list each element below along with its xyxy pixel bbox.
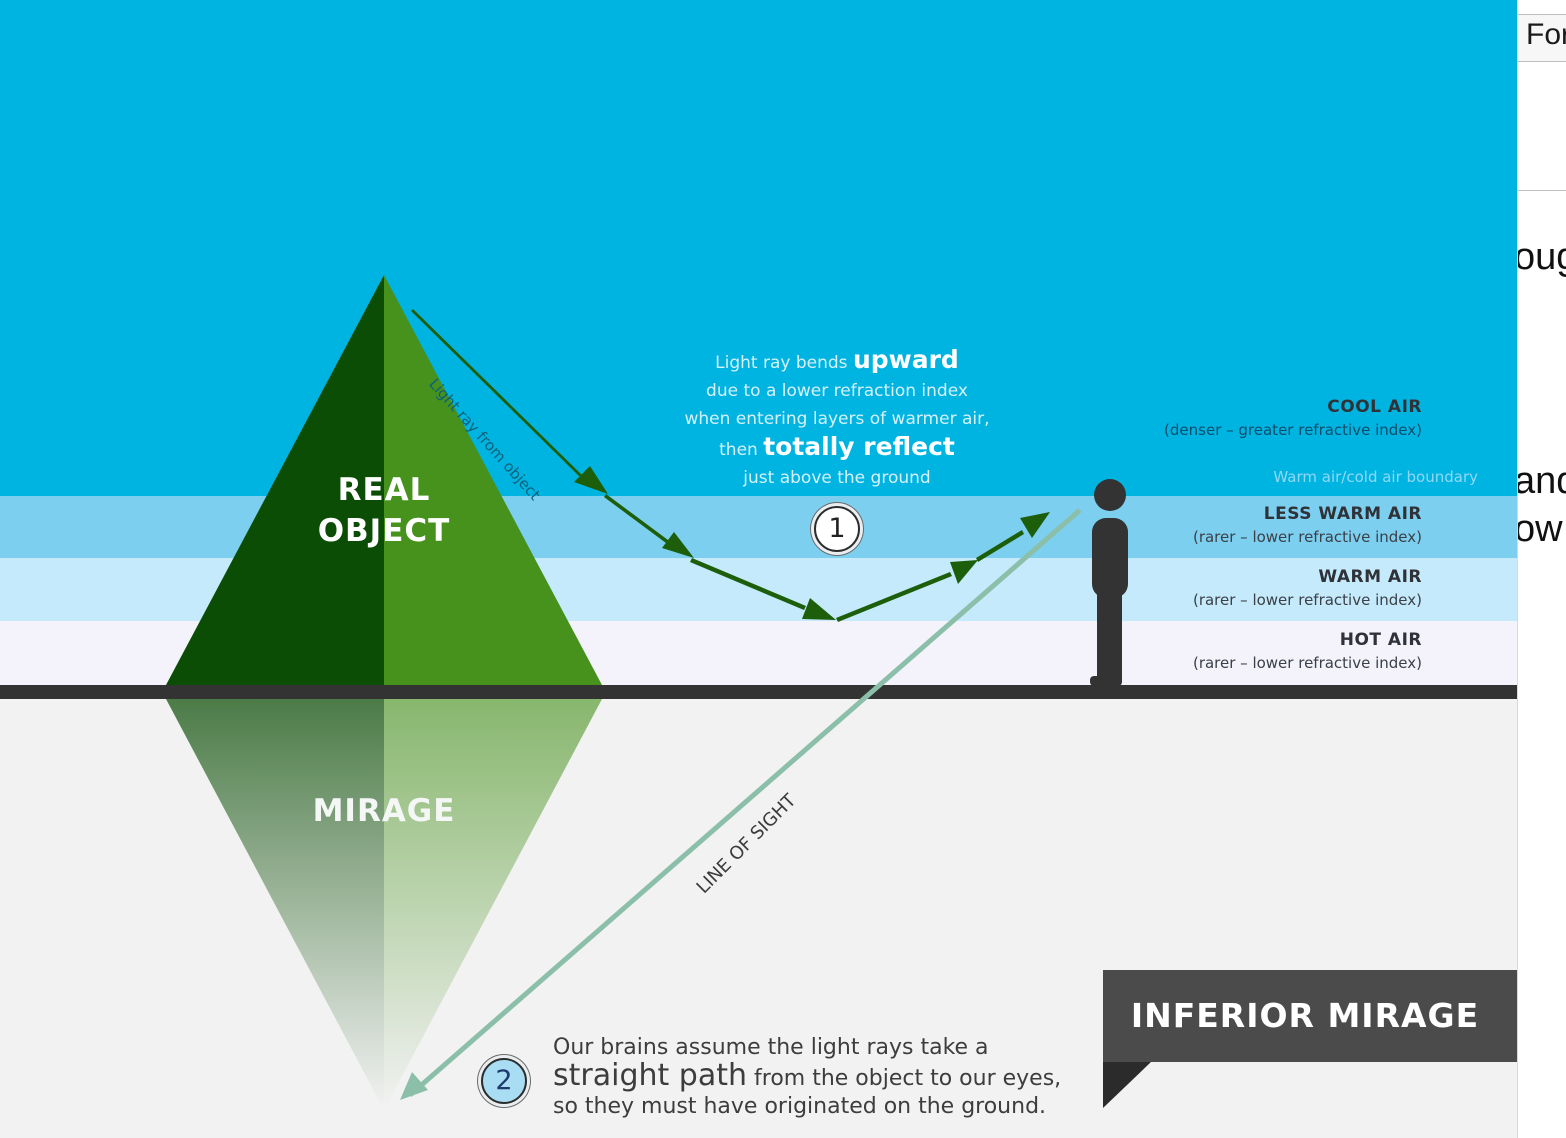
- layer-description: (denser – greater refractive index): [1164, 421, 1422, 439]
- real-object-label-line1: REAL: [337, 472, 431, 508]
- step1-explanation: Light ray bends upward due to a lower re…: [637, 346, 1037, 492]
- mirage-label: MIRAGE: [312, 793, 456, 829]
- step1-text-a: Light ray bends: [715, 353, 853, 373]
- side-panel-top-text: For: [1526, 18, 1566, 51]
- step2-text-a: Our brains assume the light rays take a: [553, 1035, 989, 1060]
- step1-text-b: due to a lower refraction index: [706, 381, 968, 401]
- light-ray-path: [411, 309, 1050, 622]
- step2-explanation: Our brains assume the light rays take a …: [553, 1034, 1073, 1121]
- cool-air-layer: [0, 0, 1517, 496]
- step2-number-badge: 2: [481, 1058, 527, 1104]
- title-banner: INFERIOR MIRAGE: [1103, 970, 1517, 1062]
- ray-segment-5: [976, 530, 1024, 562]
- ray-segment-3: [690, 558, 806, 610]
- banner-title: INFERIOR MIRAGE: [1130, 996, 1480, 1035]
- ray-arrowhead-4: [950, 560, 978, 584]
- side-panel: For oug and ow: [1517, 0, 1566, 1138]
- step1-text-e: just above the ground: [743, 468, 931, 488]
- side-panel-text-fragment: and: [1518, 460, 1566, 502]
- ray-segment-1: [411, 309, 583, 478]
- layer-description: (rarer – lower refractive index): [1192, 528, 1422, 546]
- ray-arrowhead-5: [1020, 512, 1050, 538]
- layer-description: (rarer – lower refractive index): [1192, 591, 1422, 609]
- layer-label-less-warm-air: LESS WARM AIR (rarer – lower refractive …: [1193, 504, 1422, 546]
- mirage-light-face: [384, 699, 602, 1110]
- side-panel-top-box: [1518, 14, 1566, 62]
- layer-label-warm-air: WARM AIR (rarer – lower refractive index…: [1193, 567, 1422, 609]
- real-object-light-face: [384, 275, 602, 685]
- side-panel-text-fragment: oug: [1518, 236, 1566, 278]
- banner-fold: [1103, 1062, 1151, 1108]
- diagram-graphics: [166, 275, 1128, 1110]
- layer-name: HOT AIR: [1339, 630, 1422, 650]
- ray-segment-4: [836, 572, 952, 622]
- mirage-dark-face: [166, 699, 384, 1110]
- ray-arrowhead-3: [802, 598, 836, 620]
- step1-text-c: when entering layers of warmer air,: [684, 409, 990, 429]
- side-panel-divider: [1518, 190, 1566, 191]
- line-of-sight: [408, 508, 1082, 1097]
- ray-arrowhead-2: [662, 532, 694, 558]
- ray-segment-2: [604, 494, 672, 546]
- step1-emphasis-upward: upward: [852, 345, 959, 374]
- real-object-dark-face: [166, 275, 384, 685]
- layer-label-cool-air: COOL AIR (denser – greater refractive in…: [1164, 397, 1422, 439]
- layer-name: WARM AIR: [1318, 567, 1422, 587]
- ground-line: [0, 685, 1517, 699]
- ray-arrowhead-1: [574, 466, 608, 494]
- observer-person-icon: [1090, 479, 1128, 686]
- layer-name: LESS WARM AIR: [1263, 504, 1422, 524]
- layer-name: COOL AIR: [1327, 397, 1422, 417]
- step1-number-badge: 1: [814, 506, 860, 552]
- boundary-label: Warm air/cold air boundary: [1273, 468, 1478, 486]
- mirage-diagram: REAL OBJECT MIRAGE Light ray from object…: [0, 0, 1517, 1138]
- layer-label-hot-air: HOT AIR (rarer – lower refractive index): [1193, 630, 1422, 672]
- layer-description: (rarer – lower refractive index): [1192, 654, 1422, 672]
- real-object-label: REAL OBJECT: [284, 470, 484, 552]
- real-object-label-line2: OBJECT: [317, 513, 451, 549]
- line-of-sight-arrowhead: [400, 1072, 428, 1100]
- step1-emphasis-reflect: totally reflect: [763, 432, 955, 461]
- step1-text-d: then: [719, 440, 764, 460]
- step2-emphasis: straight path: [553, 1058, 748, 1093]
- step2-text-b: from the object to our eyes, so they mus…: [553, 1066, 1062, 1119]
- side-panel-text-fragment: ow: [1517, 508, 1563, 550]
